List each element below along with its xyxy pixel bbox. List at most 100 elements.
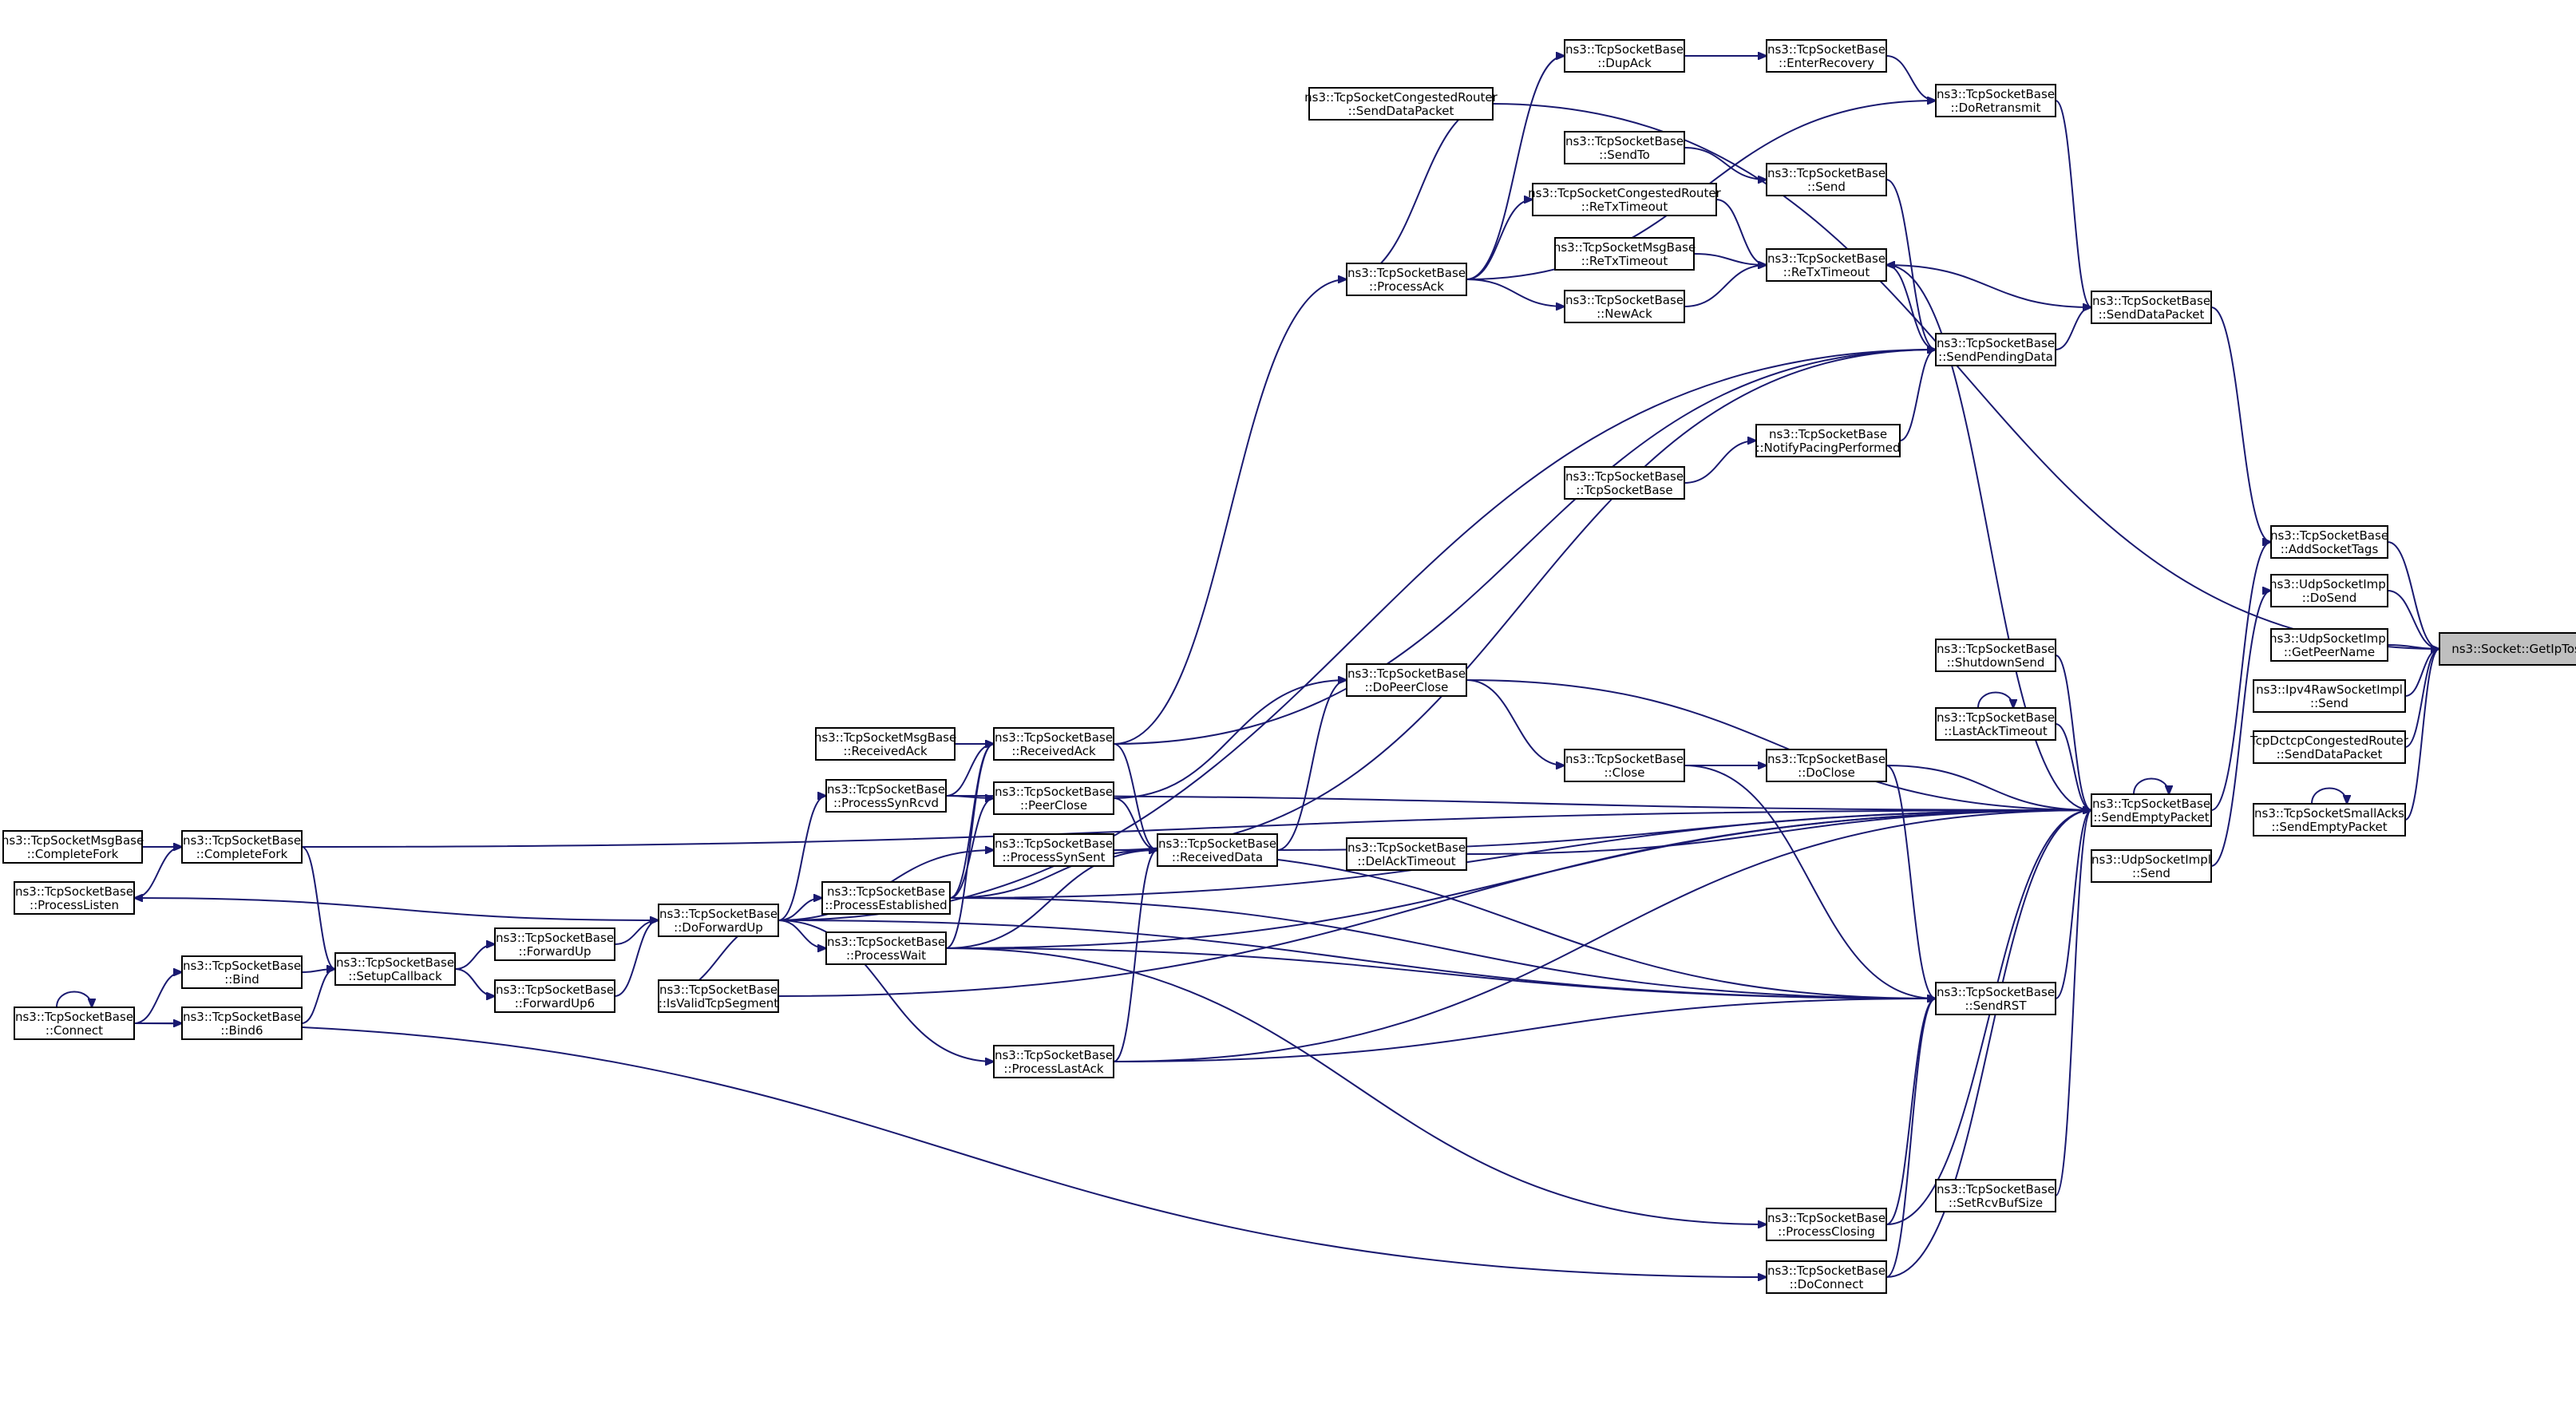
node-box[interactable] xyxy=(993,1045,1114,1078)
node-box[interactable] xyxy=(821,881,951,915)
node-box[interactable] xyxy=(1766,39,1887,73)
node-box[interactable] xyxy=(181,1007,303,1040)
node-processlastack[interactable]: ns3::TcpSocketBase::ProcessLastAck xyxy=(993,1045,1114,1078)
node-processwait[interactable]: ns3::TcpSocketBase::ProcessWait xyxy=(825,931,947,965)
node-newack[interactable]: ns3::TcpSocketBase::NewAck xyxy=(1564,290,1685,323)
node-peerclose[interactable]: ns3::TcpSocketBase::PeerClose xyxy=(993,781,1114,815)
node-box[interactable] xyxy=(2270,525,2388,559)
node-box[interactable] xyxy=(1564,466,1685,500)
node-msgbase-completefork[interactable]: ns3::TcpSocketMsgBase::CompleteFork xyxy=(2,830,144,864)
node-receivedack[interactable]: ns3::TcpSocketBase::ReceivedAck xyxy=(993,727,1114,761)
node-box[interactable] xyxy=(14,881,135,915)
node-box[interactable] xyxy=(2270,574,2388,607)
node-box[interactable] xyxy=(2091,291,2212,324)
node-udp-dosend[interactable]: ns3::UdpSocketImpl::DoSend xyxy=(2269,574,2389,607)
node-box[interactable] xyxy=(494,979,615,1013)
node-msgbase-receivedack[interactable]: ns3::TcpSocketMsgBase::ReceivedAck xyxy=(814,727,956,761)
node-msgbase-retx[interactable]: ns3::TcpSocketMsgBase::ReTxTimeout xyxy=(1553,237,1696,271)
node-setupcallback[interactable]: ns3::TcpSocketBase::SetupCallback xyxy=(334,952,456,986)
node-box[interactable] xyxy=(14,1007,135,1040)
node-box[interactable] xyxy=(2439,632,2576,666)
node-bind[interactable]: ns3::TcpSocketBase::Bind xyxy=(181,955,303,989)
node-box[interactable] xyxy=(2270,628,2388,662)
node-box[interactable] xyxy=(658,904,779,937)
node-forwardup6[interactable]: ns3::TcpSocketBase::ForwardUp6 xyxy=(494,979,615,1013)
node-box[interactable] xyxy=(494,927,615,961)
node-enterrecovery[interactable]: ns3::TcpSocketBase::EnterRecovery xyxy=(1766,39,1887,73)
node-box[interactable] xyxy=(993,727,1114,761)
node-box[interactable] xyxy=(1532,183,1717,216)
node-box[interactable] xyxy=(1935,982,2056,1015)
node-close[interactable]: ns3::TcpSocketBase::Close xyxy=(1564,749,1685,782)
node-box[interactable] xyxy=(2253,679,2406,713)
node-box[interactable] xyxy=(993,781,1114,815)
node-box[interactable] xyxy=(1766,1208,1887,1241)
node-box[interactable] xyxy=(1308,87,1494,121)
node-lastacktimeout[interactable]: ns3::TcpSocketBase::LastAckTimeout xyxy=(1935,707,2056,741)
node-congrouter-senddata[interactable]: ns3::TcpSocketCongestedRouter::SendDataP… xyxy=(1304,87,1498,121)
node-box[interactable] xyxy=(1766,163,1887,196)
node-processsynsent[interactable]: ns3::TcpSocketBase::ProcessSynSent xyxy=(993,833,1114,867)
node-box[interactable] xyxy=(658,979,779,1013)
node-bind6[interactable]: ns3::TcpSocketBase::Bind6 xyxy=(181,1007,303,1040)
node-box[interactable] xyxy=(993,833,1114,867)
node-forwardup[interactable]: ns3::TcpSocketBase::ForwardUp xyxy=(494,927,615,961)
node-box[interactable] xyxy=(1766,248,1887,282)
node-ipv4raw-send[interactable]: ns3::Ipv4RawSocketImpl::Send xyxy=(2253,679,2406,713)
node-dopeerclose[interactable]: ns3::TcpSocketBase::DoPeerClose xyxy=(1346,663,1467,697)
node-smallacks-sendempty[interactable]: ns3::TcpSocketSmallAcks::SendEmptyPacket xyxy=(2253,803,2406,836)
node-box[interactable] xyxy=(1935,84,2056,117)
node-box[interactable] xyxy=(825,931,947,965)
node-tcpsocketbase[interactable]: ns3::TcpSocketBase::TcpSocketBase xyxy=(1564,466,1685,500)
node-box[interactable] xyxy=(1766,1260,1887,1294)
node-retxtimeout[interactable]: ns3::TcpSocketBase::ReTxTimeout xyxy=(1766,248,1887,282)
node-senddatapacket[interactable]: ns3::TcpSocketBase::SendDataPacket xyxy=(2091,291,2212,324)
node-sendto[interactable]: ns3::TcpSocketBase::SendTo xyxy=(1564,131,1685,164)
node-box[interactable] xyxy=(1766,749,1887,782)
node-doclose[interactable]: ns3::TcpSocketBase::DoClose xyxy=(1766,749,1887,782)
node-box[interactable] xyxy=(1346,263,1467,296)
node-isvalidtcp[interactable]: ns3::TcpSocketBase::IsValidTcpSegment xyxy=(658,979,779,1013)
node-box[interactable] xyxy=(1564,290,1685,323)
node-sendrst[interactable]: ns3::TcpSocketBase::SendRST xyxy=(1935,982,2056,1015)
node-getiptos[interactable]: ns3::Socket::GetIpTos xyxy=(2439,632,2576,666)
node-sendemptypacket[interactable]: ns3::TcpSocketBase::SendEmptyPacket xyxy=(2091,793,2212,827)
node-processclosing[interactable]: ns3::TcpSocketBase::ProcessClosing xyxy=(1766,1208,1887,1241)
node-box[interactable] xyxy=(334,952,456,986)
node-box[interactable] xyxy=(1935,1179,2056,1212)
node-doretransmit[interactable]: ns3::TcpSocketBase::DoRetransmit xyxy=(1935,84,2056,117)
node-box[interactable] xyxy=(181,830,303,864)
node-delacktimeout[interactable]: ns3::TcpSocketBase::DelAckTimeout xyxy=(1346,837,1467,871)
node-dctcp-senddatapacket[interactable]: TcpDctcpCongestedRouter::SendDataPacket xyxy=(2250,730,2409,764)
node-box[interactable] xyxy=(2,830,143,864)
node-box[interactable] xyxy=(1554,237,1695,271)
node-box[interactable] xyxy=(2091,793,2212,827)
node-notifypacing[interactable]: ns3::TcpSocketBase::NotifyPacingPerforme… xyxy=(1755,424,1901,457)
node-box[interactable] xyxy=(181,955,303,989)
node-sendpendingdata[interactable]: ns3::TcpSocketBase::SendPendingData xyxy=(1935,333,2056,366)
node-box[interactable] xyxy=(1564,131,1685,164)
node-box[interactable] xyxy=(1935,707,2056,741)
node-send[interactable]: ns3::TcpSocketBase::Send xyxy=(1766,163,1887,196)
node-udp-getpeername[interactable]: ns3::UdpSocketImpl::GetPeerName xyxy=(2269,628,2389,662)
node-processsynrcvd[interactable]: ns3::TcpSocketBase::ProcessSynRcvd xyxy=(825,779,947,813)
node-box[interactable] xyxy=(815,727,956,761)
node-box[interactable] xyxy=(2253,730,2406,764)
node-box[interactable] xyxy=(1346,837,1467,871)
node-dupack[interactable]: ns3::TcpSocketBase::DupAck xyxy=(1564,39,1685,73)
node-box[interactable] xyxy=(1157,833,1278,867)
node-doconnect[interactable]: ns3::TcpSocketBase::DoConnect xyxy=(1766,1260,1887,1294)
node-completefork[interactable]: ns3::TcpSocketBase::CompleteFork xyxy=(181,830,303,864)
node-processack[interactable]: ns3::TcpSocketBase::ProcessAck xyxy=(1346,263,1467,296)
node-box[interactable] xyxy=(1564,749,1685,782)
node-box[interactable] xyxy=(1755,424,1901,457)
node-connect[interactable]: ns3::TcpSocketBase::Connect xyxy=(14,1007,135,1040)
node-box[interactable] xyxy=(1346,663,1467,697)
node-doforwardup[interactable]: ns3::TcpSocketBase::DoForwardUp xyxy=(658,904,779,937)
node-setrcvbufsize[interactable]: ns3::TcpSocketBase::SetRcvBufSize xyxy=(1935,1179,2056,1212)
node-congrouter-retx[interactable]: ns3::TcpSocketCongestedRouter::ReTxTimeo… xyxy=(1528,183,1722,216)
node-box[interactable] xyxy=(1935,333,2056,366)
node-udp-send[interactable]: ns3::UdpSocketImpl::Send xyxy=(2091,849,2212,883)
node-box[interactable] xyxy=(1935,639,2056,672)
node-processestablished[interactable]: ns3::TcpSocketBase::ProcessEstablished xyxy=(821,881,951,915)
